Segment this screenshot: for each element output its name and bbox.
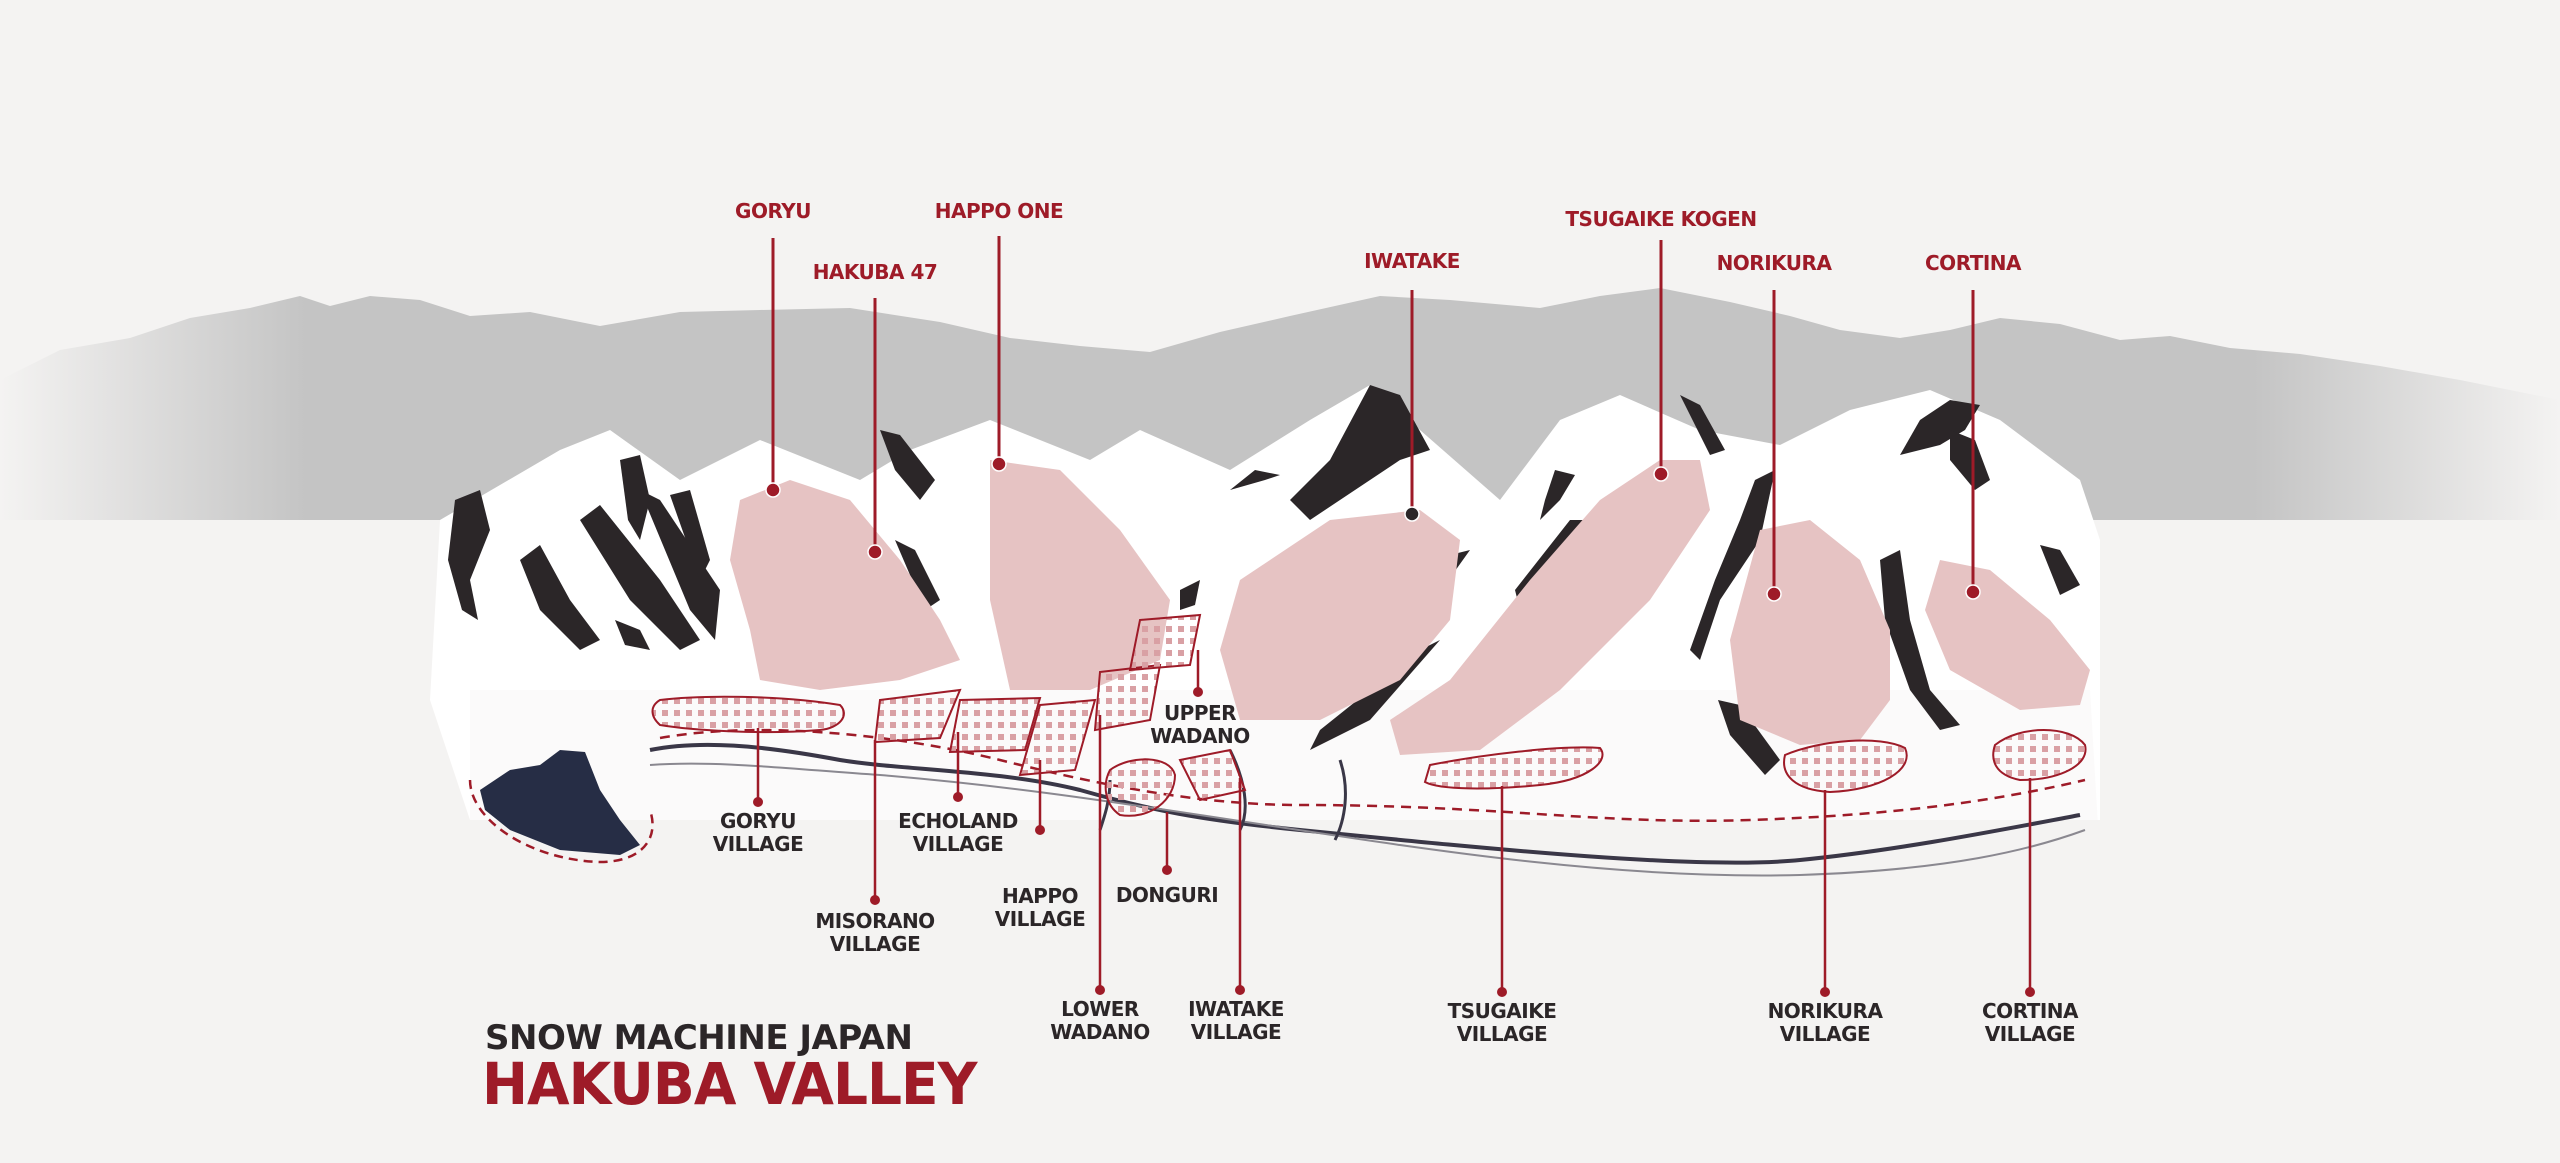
- resort-dots: [765, 456, 1981, 602]
- brand-title: SNOW MACHINE JAPAN: [485, 1018, 913, 1058]
- village-label-norikura: NORIKURA VILLAGE: [1767, 999, 1883, 1046]
- resort-label-cortina: CORTINA: [1925, 251, 2021, 275]
- ski-area-iwatake: [1220, 510, 1460, 720]
- village-label-echoland: ECHOLAND VILLAGE: [898, 809, 1018, 856]
- village-label-donguri: DONGURI: [1115, 883, 1219, 907]
- ski-areas: [730, 460, 2090, 755]
- village-label-lower-wadano: LOWER WADANO: [1050, 997, 1150, 1044]
- ski-area-happo-one: [990, 460, 1170, 690]
- resort-label-norikura: NORIKURA: [1716, 251, 1832, 275]
- village-label-upper-wadano: UPPER WADANO: [1150, 701, 1250, 748]
- village-label-happo: HAPPO VILLAGE: [994, 884, 1086, 931]
- resort-leaders: [771, 236, 1975, 592]
- resort-label-happo-one: HAPPO ONE: [934, 199, 1064, 223]
- village-areas: [651, 613, 2087, 817]
- village-label-misorano: MISORANO VILLAGE: [815, 909, 935, 956]
- resort-label-iwatake: IWATAKE: [1364, 249, 1460, 273]
- ski-area-cortina: [1925, 560, 2090, 710]
- ski-area-tsugaike: [1390, 460, 1710, 755]
- resort-label-goryu: GORYU: [735, 199, 811, 223]
- resort-label-hakuba-47: HAKUBA 47: [812, 260, 938, 284]
- village-label-cortina: CORTINA VILLAGE: [1982, 999, 2078, 1046]
- village-leaders: [756, 650, 2032, 990]
- lake: [480, 750, 640, 855]
- village-label-tsugaike: TSUGAIKE VILLAGE: [1447, 999, 1557, 1046]
- village-label-iwatake: IWATAKE VILLAGE: [1188, 997, 1284, 1044]
- village-label-goryu: GORYU VILLAGE: [712, 809, 804, 856]
- resort-label-tsugaike-kogen: TSUGAIKE KOGEN: [1565, 207, 1757, 231]
- village-dots: [753, 687, 2035, 997]
- ski-area-norikura: [1730, 520, 1890, 745]
- map-title: HAKUBA VALLEY: [482, 1050, 977, 1118]
- ski-area-goryu: [730, 480, 960, 690]
